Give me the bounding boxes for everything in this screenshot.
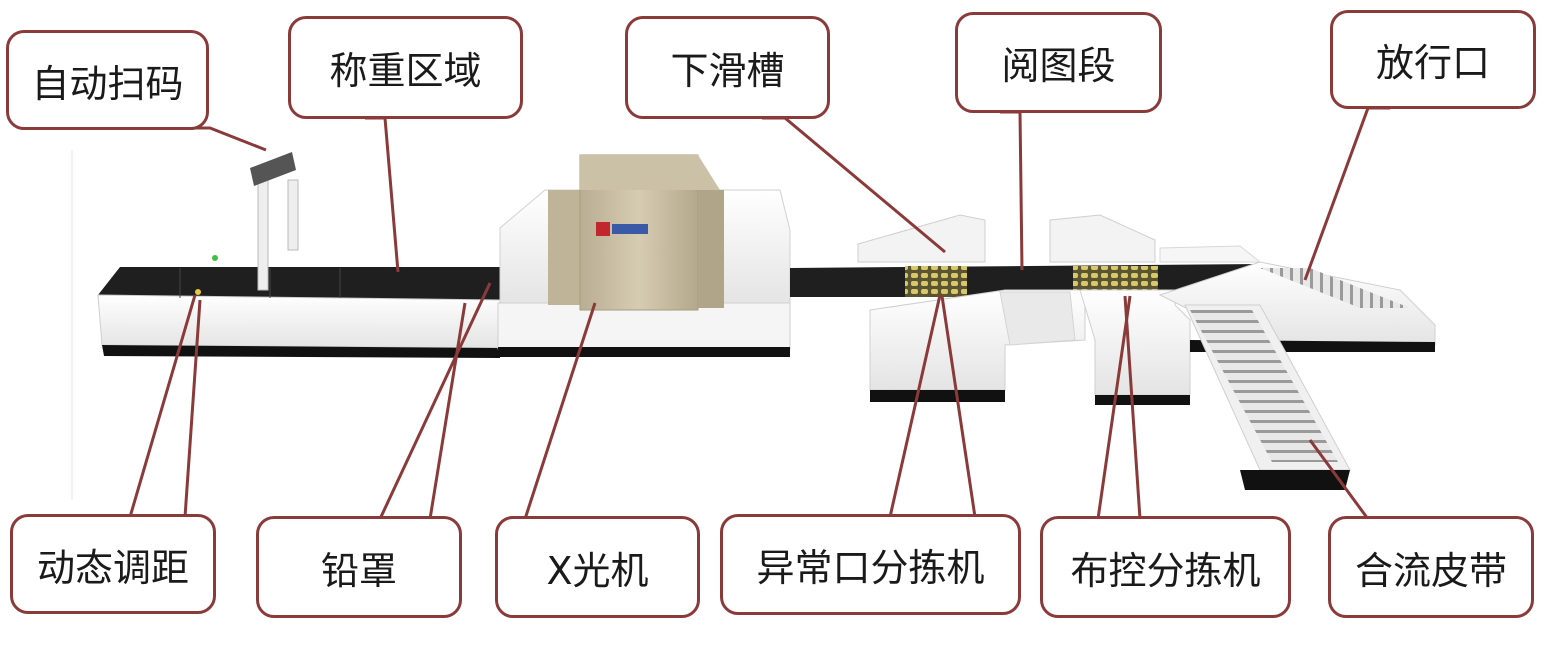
label-auto-scan: 自动扫码	[31, 61, 184, 106]
label-merge-belt: 合流皮带	[1354, 548, 1507, 593]
scanner-post	[250, 152, 299, 291]
callout-dynamic-spacing: 动态调距	[10, 514, 216, 614]
exception-chute	[869, 289, 1086, 402]
callout-image-review: 阅图段	[955, 12, 1162, 113]
label-dynamic-spacing: 动态调距	[36, 545, 189, 590]
exception-sorter-rollers	[905, 266, 967, 297]
label-release-exit: 放行口	[1375, 41, 1490, 85]
label-lower-chute: 下滑槽	[670, 49, 785, 93]
callout-lower-chute: 下滑槽	[625, 16, 830, 119]
control-chute	[1079, 289, 1191, 405]
xray-machine-body	[497, 154, 791, 357]
callout-control-sorter: 布控分拣机	[1040, 516, 1291, 618]
callout-lead-cover: 铅罩	[256, 516, 462, 618]
label-exception-sorter: 异常口分拣机	[756, 546, 985, 590]
merge-belt	[1184, 304, 1351, 490]
callout-weighing-area: 称重区域	[288, 16, 523, 119]
callout-exception-sorter: 异常口分拣机	[720, 514, 1021, 615]
label-xray-machine: X光机	[546, 548, 649, 593]
label-lead-cover: 铅罩	[320, 548, 397, 593]
label-image-review: 阅图段	[1001, 44, 1116, 88]
callout-release-exit: 放行口	[1330, 10, 1536, 109]
infeed-conveyor	[97, 255, 501, 358]
upper-chutes	[857, 214, 1262, 263]
callout-merge-belt: 合流皮带	[1328, 516, 1534, 618]
label-weighing-area: 称重区域	[329, 49, 482, 93]
callout-auto-scan: 自动扫码	[6, 30, 209, 130]
callout-xray-machine: X光机	[495, 516, 700, 618]
label-control-sorter: 布控分拣机	[1070, 548, 1261, 593]
